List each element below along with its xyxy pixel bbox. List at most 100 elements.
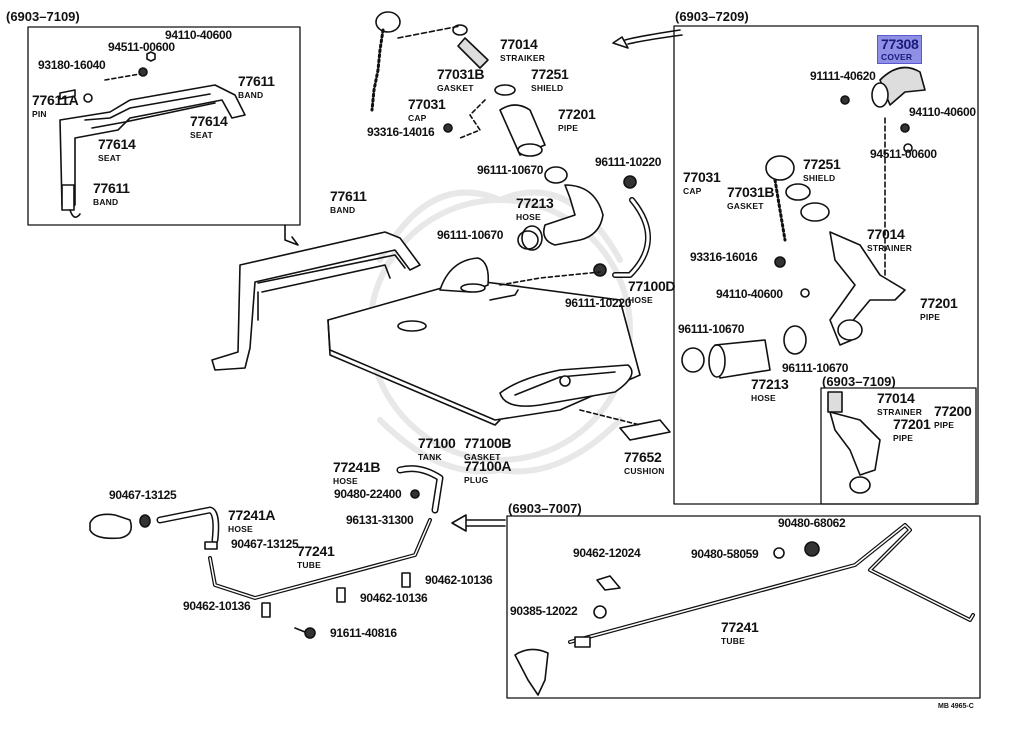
part-77100-tank[interactable]: 77100 TANK: [418, 435, 456, 462]
part-number: 77213: [516, 195, 554, 211]
part-number: 77241: [297, 543, 335, 559]
part-77241-tube-left[interactable]: 77241 TUBE: [297, 543, 335, 570]
part-77014-strainer-inner[interactable]: 77014 STRAINER: [877, 391, 922, 417]
part-number: 77100A: [464, 458, 512, 474]
part-90480-22400[interactable]: 90480-22400: [334, 487, 402, 501]
part-90385-12022[interactable]: 90385-12022: [510, 604, 578, 618]
fuel-tube-bottom-right: [514, 523, 975, 696]
part-96111-10220-upper[interactable]: 96111-10220: [595, 155, 662, 169]
part-90462-10136-left[interactable]: 90462-10136: [183, 599, 251, 613]
part-94110-40600-lower-right[interactable]: 94110-40600: [716, 287, 783, 301]
fuel-lines-bottom: [89, 465, 444, 639]
part-94511-00600-right[interactable]: 94511-00600: [870, 147, 937, 161]
band-assembly-top-left: [59, 51, 246, 218]
part-77014-straiker[interactable]: 77014 STRAIKER: [500, 37, 545, 63]
part-96111-10670-lower[interactable]: 96111-10670: [437, 228, 504, 242]
part-name: BAND: [238, 90, 264, 100]
part-96131-31300[interactable]: 96131-31300: [346, 513, 414, 527]
part-number: 77201: [558, 106, 596, 122]
part-77100a-plug[interactable]: 77100A PLUG: [464, 458, 512, 485]
part-77031b-gasket-right[interactable]: 77031B GASKET: [727, 184, 775, 211]
arrow-to-bottom-right: [451, 514, 506, 532]
part-90480-68062[interactable]: 90480-68062: [778, 516, 846, 530]
part-77213-hose[interactable]: 77213 HOSE: [516, 195, 554, 222]
part-77251-shield[interactable]: 77251 SHIELD: [531, 67, 569, 93]
part-90462-12024[interactable]: 90462-12024: [573, 546, 641, 560]
part-94110-40600[interactable]: 94110-40600: [165, 28, 232, 42]
part-name: PIPE: [893, 433, 914, 443]
part-91111-40620[interactable]: 91111-40620: [810, 69, 876, 83]
part-94511-00600[interactable]: 94511-00600: [108, 40, 175, 54]
part-number: 77100: [418, 435, 456, 451]
part-77100d-hose[interactable]: 77100D HOSE: [628, 279, 676, 305]
part-number: 77014: [500, 36, 538, 52]
part-96111-10670-right-a[interactable]: 96111-10670: [678, 322, 745, 336]
part-number: 77614: [98, 136, 136, 152]
part-77031-cap-right[interactable]: 77031 CAP: [683, 170, 721, 196]
part-90480-58059[interactable]: 90480-58059: [691, 547, 759, 561]
part-93316-16016[interactable]: 93316-16016: [690, 250, 758, 264]
part-91611-40816[interactable]: 91611-40816: [330, 626, 397, 640]
part-77031-cap[interactable]: 77031 CAP: [408, 96, 446, 123]
drawing-code: MB 4965-C: [938, 703, 974, 710]
part-94110-40600-right[interactable]: 94110-40600: [909, 105, 976, 119]
part-name: TUBE: [721, 636, 745, 646]
part-number: 77251: [803, 156, 841, 172]
part-77201-pipe[interactable]: 77201 PIPE: [558, 106, 596, 133]
part-name: TANK: [418, 452, 442, 462]
part-77652-cushion[interactable]: 77652 CUSHION: [624, 450, 665, 476]
part-77014-strainer-right[interactable]: 77014 STRAINER: [867, 227, 912, 253]
part-name: PIPE: [934, 420, 955, 430]
part-77201-pipe-right[interactable]: 77201 PIPE: [920, 296, 958, 322]
part-number: 77241A: [228, 507, 276, 523]
part-name: STRAIKER: [500, 53, 546, 63]
part-77614-seat-left[interactable]: 77614 SEAT: [98, 136, 136, 163]
part-96111-10670-upper[interactable]: 96111-10670: [477, 163, 544, 177]
part-77031b-gasket[interactable]: 77031B GASKET: [437, 66, 485, 93]
part-77611-band[interactable]: 77611 BAND: [238, 74, 275, 100]
part-77611a-pin[interactable]: 77611A PIN: [32, 92, 79, 119]
part-90467-13125-upper[interactable]: 90467-13125: [109, 488, 177, 502]
part-number: 77031: [408, 96, 446, 112]
part-77100b-gasket[interactable]: 77100B GASKET: [464, 435, 512, 462]
part-77611-band-lower[interactable]: 77611 BAND: [93, 181, 130, 207]
part-number: 77241B: [333, 459, 381, 475]
part-name: PIPE: [920, 312, 941, 322]
part-77308-cover-highlighted[interactable]: 77308 COVER: [877, 35, 923, 64]
part-90462-10136-mid[interactable]: 90462-10136: [360, 591, 428, 605]
part-77611-band-center[interactable]: 77611 BAND: [330, 189, 367, 215]
part-number: 77213: [751, 376, 789, 392]
part-77251-shield-right[interactable]: 77251 SHIELD: [803, 156, 841, 183]
part-number: 77100B: [464, 435, 512, 451]
part-77213-hose-right[interactable]: 77213 HOSE: [751, 376, 789, 403]
part-90462-10136-right[interactable]: 90462-10136: [425, 573, 493, 587]
part-96111-10220-lower[interactable]: 96111-10220: [565, 296, 632, 310]
part-name: CUSHION: [624, 466, 665, 476]
cushion-pad: [619, 419, 671, 441]
part-77201-pipe-inner[interactable]: 77201 PIPE: [893, 417, 931, 443]
group-label-top-right: (6903–7209): [675, 9, 749, 24]
part-77200-pipe-assy[interactable]: 77200 PIPE: [934, 404, 972, 430]
part-name: SEAT: [190, 130, 213, 140]
part-77614-seat-right[interactable]: 77614 SEAT: [190, 114, 228, 140]
part-number: 77031B: [437, 66, 485, 82]
part-77241a-hose[interactable]: 77241A HOSE: [228, 507, 276, 534]
part-name: BAND: [93, 197, 119, 207]
part-93316-14016[interactable]: 93316-14016: [367, 125, 435, 139]
frame-inner-right: [820, 387, 977, 505]
part-77241-tube-right[interactable]: 77241 TUBE: [721, 620, 759, 646]
part-90467-13125-lower[interactable]: 90467-13125: [231, 537, 299, 551]
part-number: 77014: [877, 390, 915, 406]
band-center: [211, 231, 421, 371]
part-name: PLUG: [464, 475, 489, 485]
frame-top-right: [673, 25, 979, 505]
part-number: 77031B: [727, 184, 775, 200]
part-name: TUBE: [297, 560, 321, 570]
fuel-tank: [327, 257, 641, 426]
part-name: STRAINER: [867, 243, 913, 253]
part-96111-10670-right-b[interactable]: 96111-10670: [782, 361, 849, 375]
part-77241b-hose[interactable]: 77241B HOSE: [333, 459, 381, 486]
part-number: 77611A: [32, 92, 79, 108]
part-93180-16040[interactable]: 93180-16040: [38, 58, 106, 72]
